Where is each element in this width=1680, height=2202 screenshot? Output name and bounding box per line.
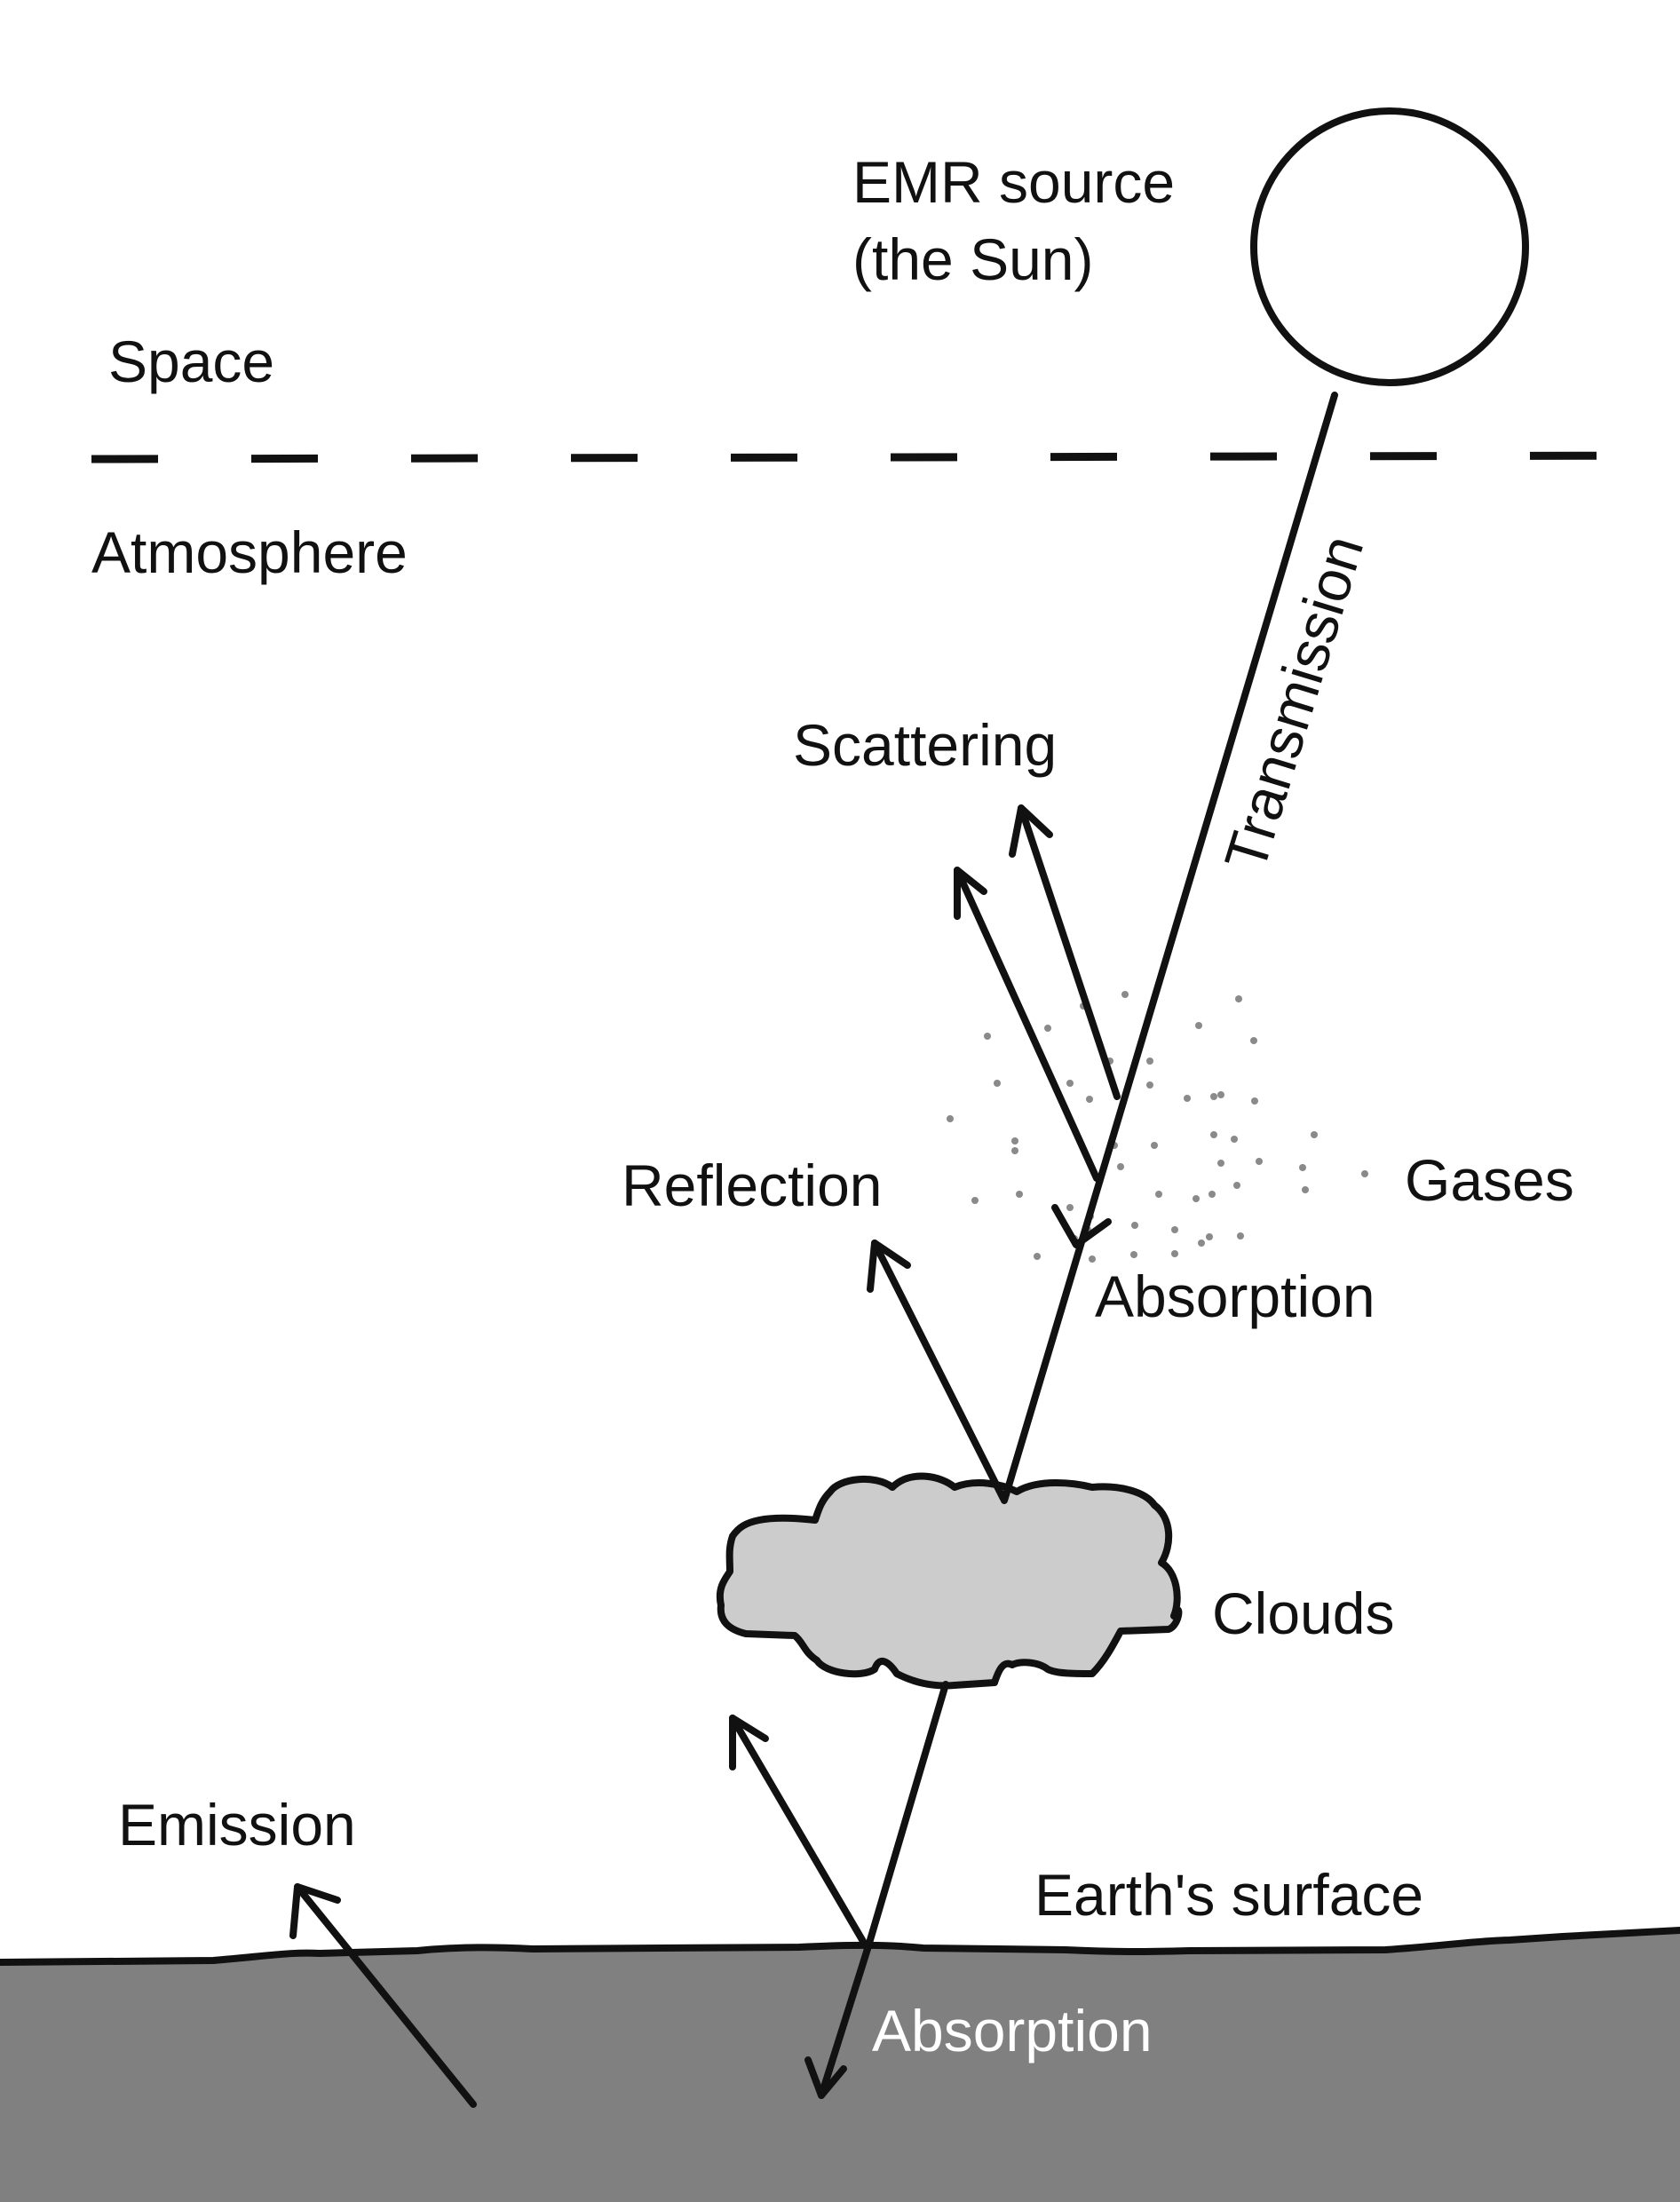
emission-label: Emission [118, 1792, 356, 1857]
ground-absorption-arrowhead [804, 2056, 847, 2099]
transmission-label: Transmission [1212, 528, 1376, 879]
earth-surface-label: Earth's surface [1034, 1862, 1423, 1928]
ground-reflection-ray [729, 1715, 871, 1952]
scattering-ray-2 [954, 867, 1100, 1182]
reflection-arrowhead [867, 1240, 911, 1293]
transmission-ray [1001, 392, 1338, 1504]
earth-surface-line [0, 1927, 1680, 1966]
emission-arrowhead [289, 1883, 341, 1939]
absorption-atmosphere-arrowhead [1051, 1204, 1112, 1248]
atmosphere-label: Atmosphere [91, 519, 408, 585]
absorption-ground-label: Absorption [872, 1998, 1153, 2063]
reflection-ray [871, 1240, 1007, 1502]
reflection-label: Reflection [622, 1152, 883, 1218]
scattering-ray-1 [1018, 804, 1121, 1100]
earth-ground [0, 1930, 1680, 2202]
sun-label-line1: EMR source [852, 149, 1175, 215]
clouds-label: Clouds [1212, 1580, 1394, 1646]
space-atmosphere-boundary [91, 451, 1680, 463]
scattering-arrowhead-2 [954, 867, 987, 920]
cloud-shape [716, 1472, 1183, 1690]
space-label: Space [108, 329, 274, 394]
ground-reflection-arrowhead [729, 1715, 769, 1770]
gases-label: Gases [1405, 1147, 1574, 1213]
sun-circle [1250, 107, 1529, 386]
scattering-arrowhead-1 [1009, 804, 1053, 858]
absorption-atmosphere-label: Absorption [1095, 1263, 1375, 1329]
transmission-below-cloud [864, 1681, 949, 1952]
emission-ray [294, 1883, 477, 2108]
sun-label-line2: (the Sun) [852, 226, 1093, 292]
gas-particles [947, 991, 1368, 1263]
scattering-label: Scattering [793, 712, 1057, 778]
ground-absorption-ray [818, 1945, 871, 2099]
